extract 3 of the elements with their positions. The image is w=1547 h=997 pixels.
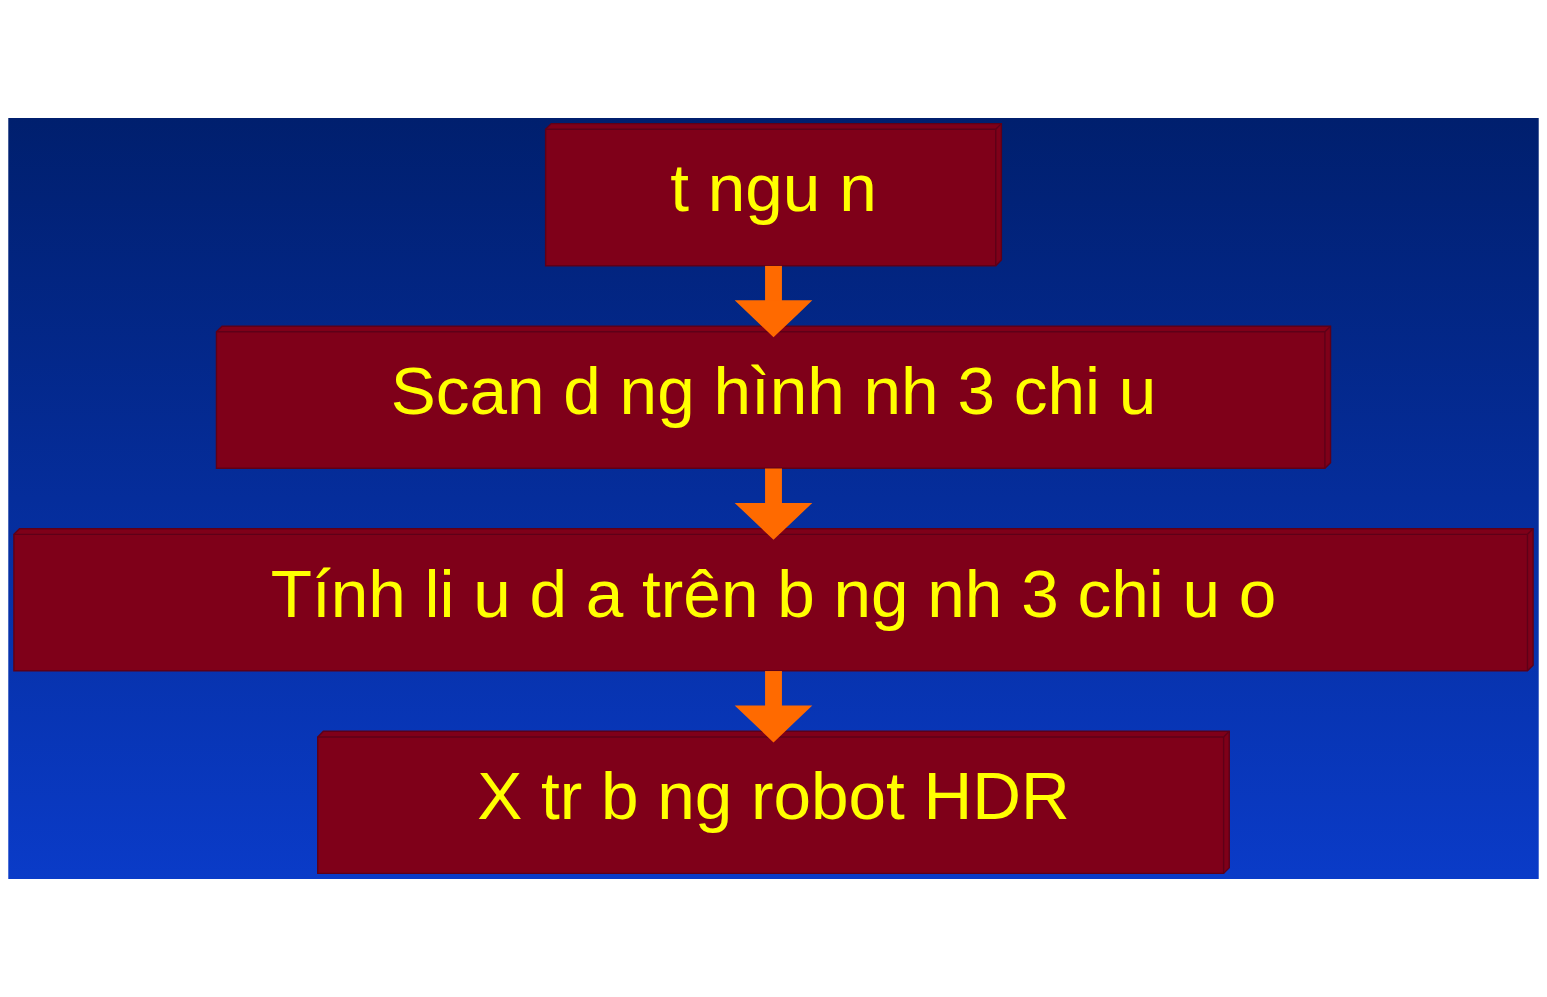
arrow xyxy=(734,671,813,743)
arrow xyxy=(734,468,813,540)
arrow xyxy=(734,265,813,338)
